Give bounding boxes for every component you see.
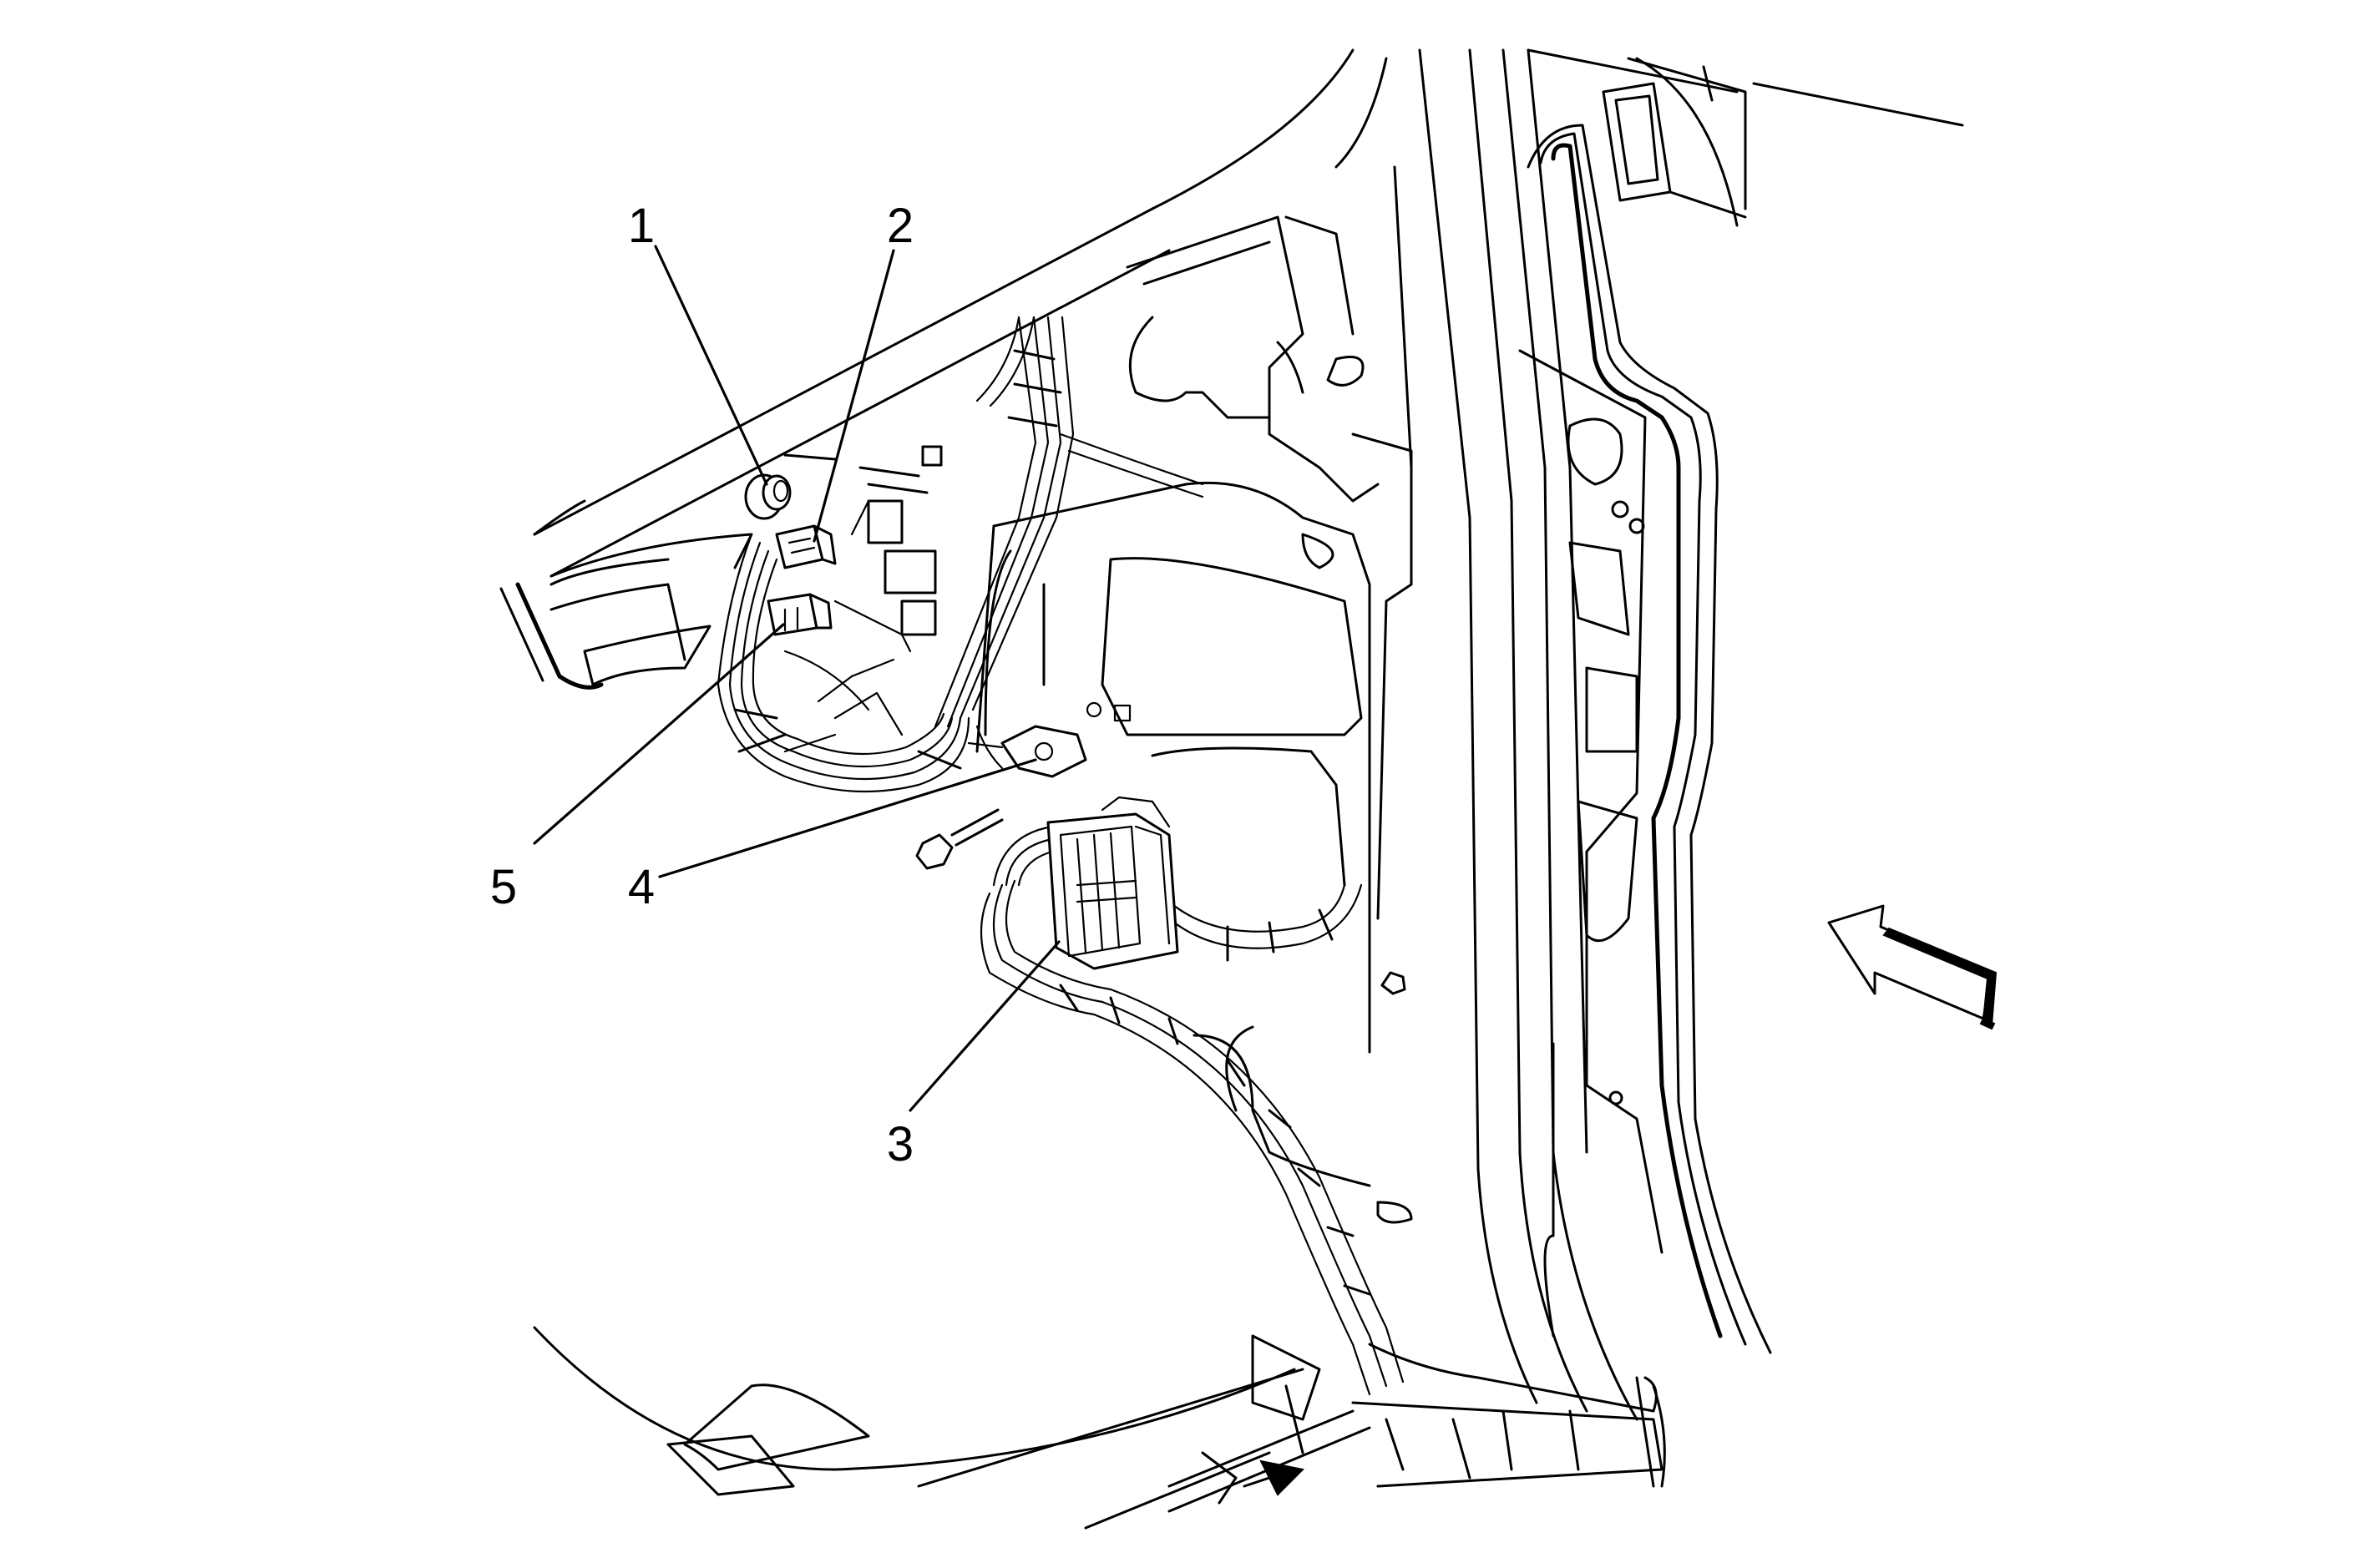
leader-3	[909, 940, 1061, 1112]
leader-4	[658, 758, 1037, 878]
connector-component-2	[775, 524, 837, 569]
leader-lines	[533, 245, 1061, 1112]
callout-5: 5	[490, 860, 517, 914]
body-panel-outline	[533, 48, 1964, 1421]
callout-3: 3	[887, 1117, 914, 1171]
callout-2: 2	[887, 199, 914, 253]
leader-5	[533, 623, 785, 845]
leader-1	[654, 245, 768, 486]
inner-door-panel	[921, 215, 1413, 1224]
floor-and-wheelwell	[533, 1025, 1666, 1530]
wiring-harness-left	[717, 316, 1204, 793]
view-direction-arrow-icon	[1827, 904, 1998, 1030]
callout-1: 1	[628, 199, 655, 253]
leader-2	[813, 249, 895, 543]
wiring-harness-lower	[980, 825, 1405, 1396]
callout-4: 4	[628, 860, 655, 914]
connector-component-3	[1046, 796, 1179, 970]
grommet-component-1	[744, 473, 792, 520]
connector-component-5	[767, 593, 833, 636]
left-door-edge	[499, 499, 753, 690]
callout-labels: 1 2 3 4 5	[490, 199, 914, 1171]
